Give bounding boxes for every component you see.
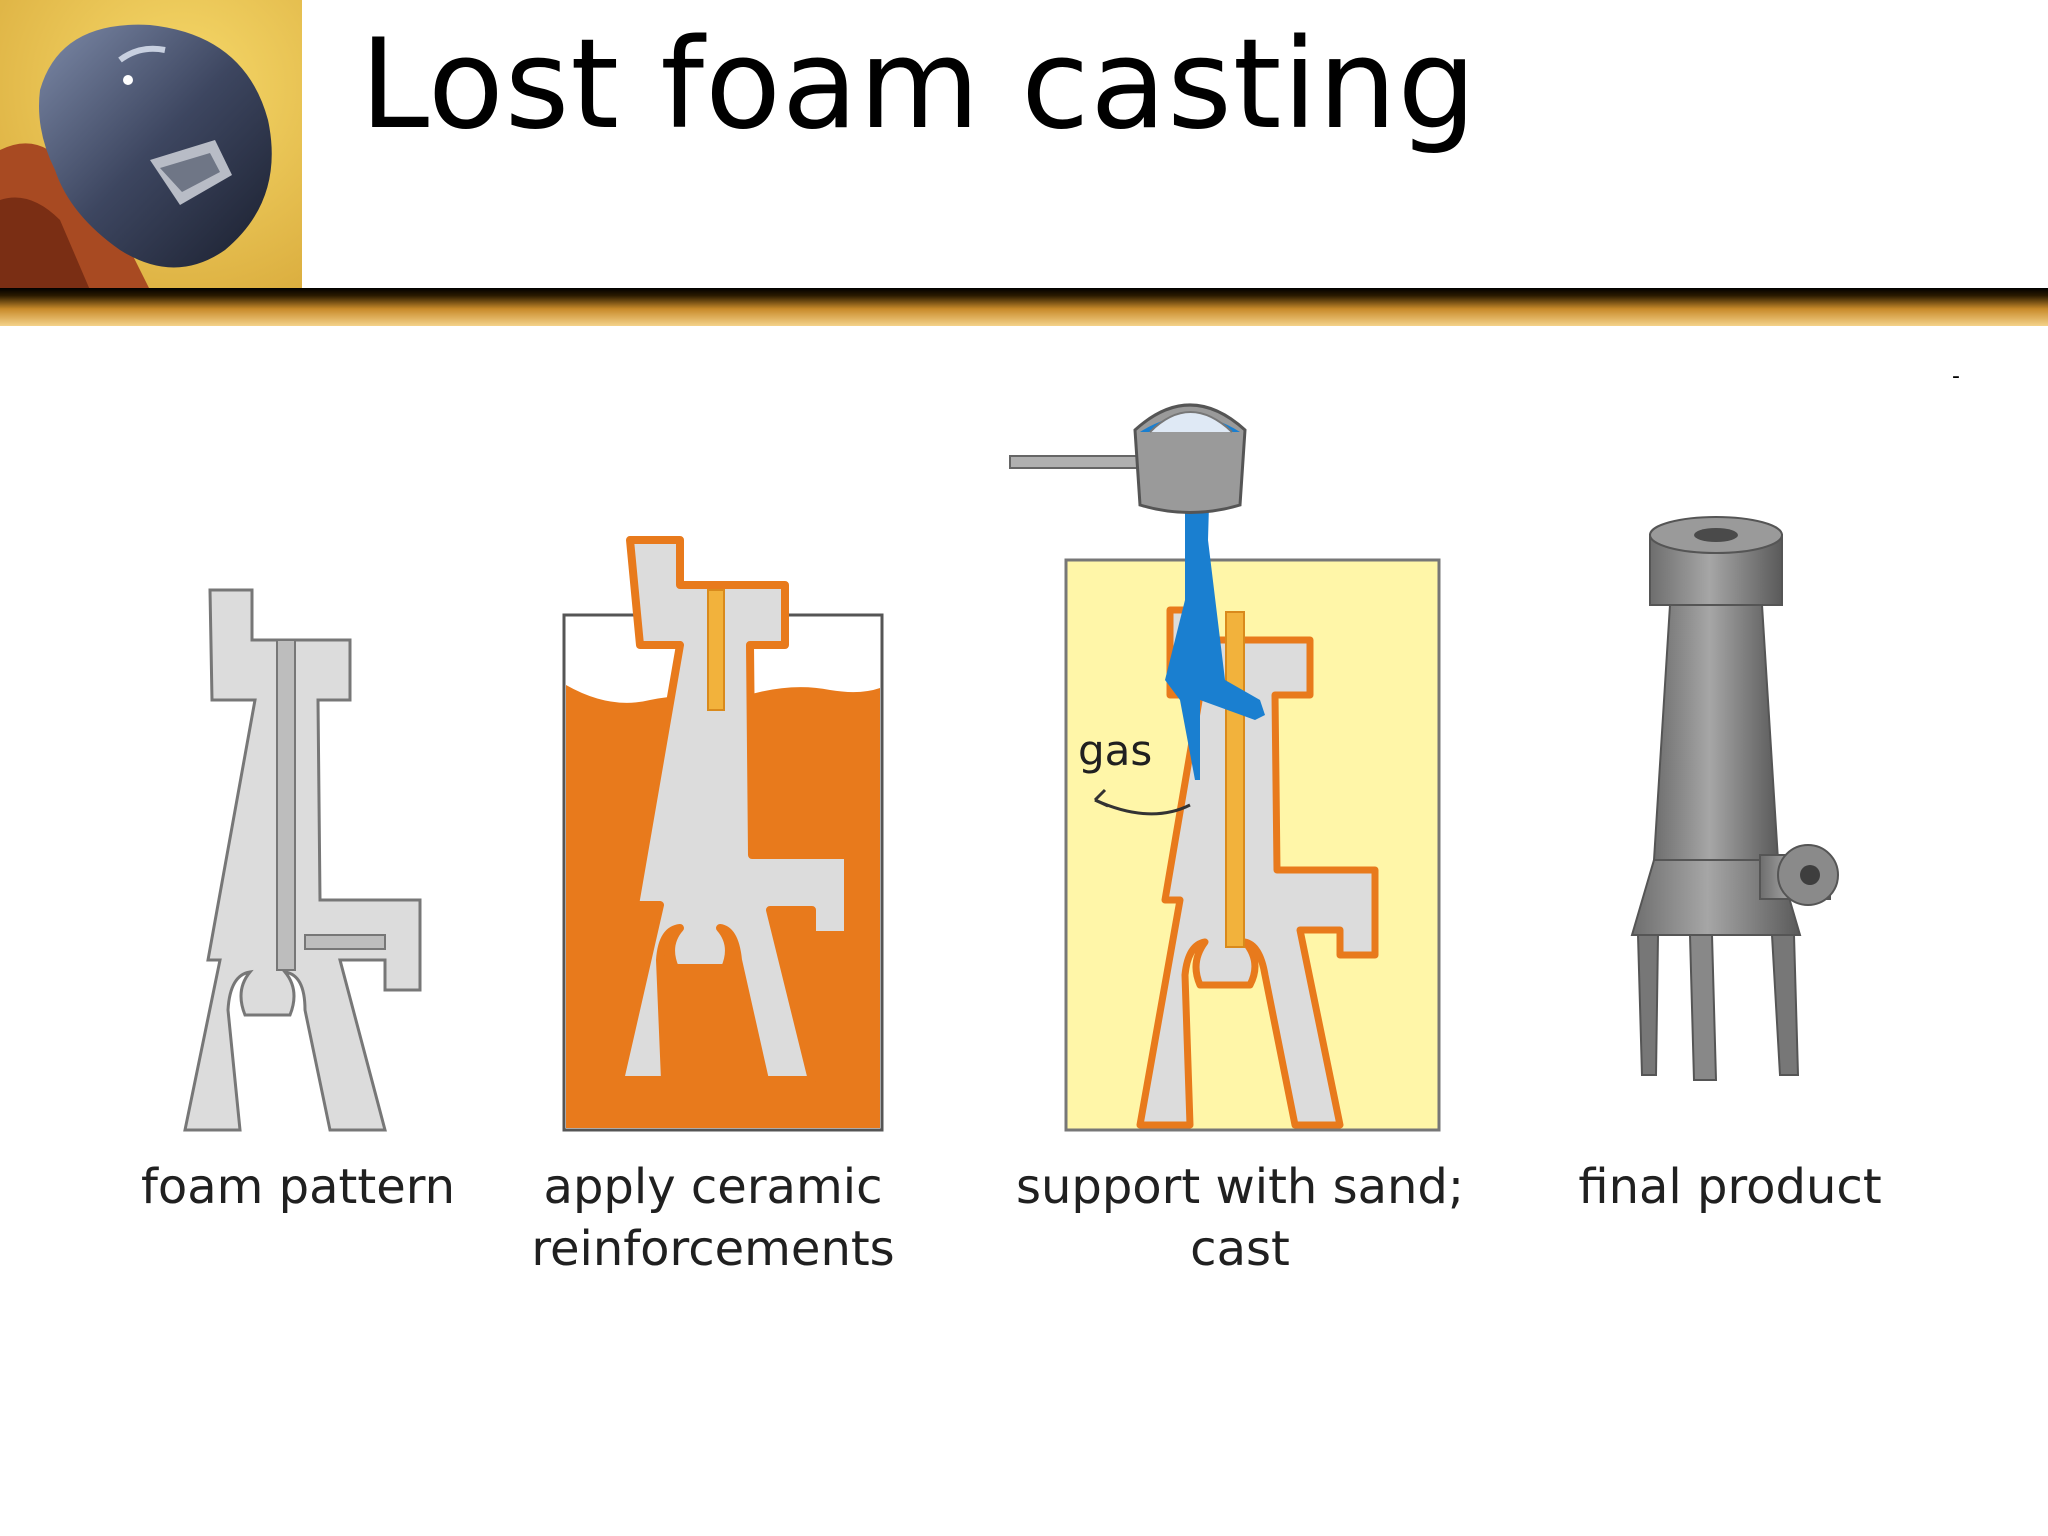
stray-mark: -	[1952, 364, 1960, 389]
slide-title: Lost foam casting	[360, 13, 1478, 157]
welder-photo	[0, 0, 302, 290]
foam-pattern-figure	[183, 588, 422, 1132]
process-diagram: gas	[183, 403, 1839, 1132]
step-label-sand-cast: support with sand; cast	[1000, 1156, 1480, 1280]
final-product-figure	[1630, 516, 1839, 1081]
gas-annotation: gas	[1078, 726, 1152, 775]
title-divider	[0, 288, 2048, 326]
ceramic-coating-figure	[562, 536, 884, 1132]
step-3-label-line2: cast	[1190, 1221, 1290, 1277]
step-label-final-product: final product	[1560, 1156, 1900, 1218]
step-2-label-line2: reinforcements	[531, 1221, 895, 1277]
step-label-foam-pattern: foam pattern	[138, 1156, 458, 1218]
step-1-label: foam pattern	[140, 1159, 456, 1215]
step-3-label-line1: support with sand;	[1015, 1159, 1465, 1215]
step-2-label-line1: apply ceramic	[543, 1159, 883, 1215]
sand-casting-figure: gas	[1009, 403, 1441, 1132]
step-4-label: final product	[1578, 1159, 1882, 1215]
step-label-ceramic: apply ceramic reinforcements	[523, 1156, 903, 1280]
